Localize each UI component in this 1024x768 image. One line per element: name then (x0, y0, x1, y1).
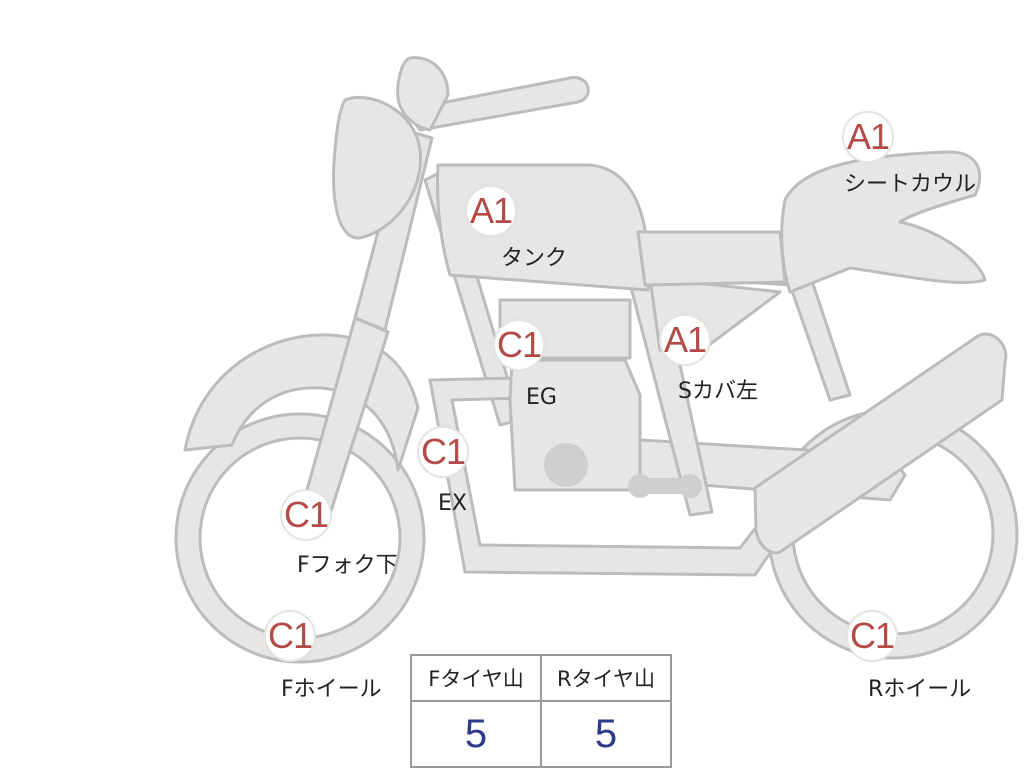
table-header-row: Fタイヤ山 Rタイヤ山 (410, 654, 672, 702)
rear-tread-header: Rタイヤ山 (540, 654, 672, 702)
seat-cowl-grade-badge: A1 (844, 113, 892, 161)
engine-grade-badge: C1 (495, 321, 543, 369)
front-wheel-label: Fホイール (281, 677, 382, 702)
rear-tread-value: 5 (540, 700, 672, 768)
front-wheel-grade-badge: C1 (266, 612, 314, 660)
tank-label: タンク (501, 246, 568, 271)
seat-cowl-shape (780, 150, 987, 294)
tire-tread-table: Fタイヤ山 Rタイヤ山 5 5 (410, 654, 672, 768)
tank-grade-badge: A1 (467, 187, 515, 235)
front-fork-grade-badge: C1 (282, 491, 330, 539)
rear-wheel-grade-badge: C1 (848, 612, 896, 660)
headlight-shape (332, 95, 423, 240)
exhaust-label: EX (438, 491, 467, 516)
seat-cowl-label: シートカウル (844, 172, 977, 197)
side-cover-grade-badge: A1 (661, 316, 709, 364)
seat-base-shape (636, 230, 787, 287)
side-cover-label: Sカバ左 (678, 379, 758, 404)
handlebar-shape (403, 76, 590, 132)
handle-grip-shape (396, 56, 450, 132)
front-tread-value: 5 (410, 700, 542, 768)
front-fork-label: Fフォク下 (297, 553, 398, 578)
exhaust-grade-badge: C1 (419, 428, 467, 476)
engine-label: EG (526, 385, 557, 410)
muffler-shape (753, 332, 1008, 555)
front-tread-header: Fタイヤ山 (410, 654, 542, 702)
rear-wheel-label: Rホイール (868, 677, 972, 702)
table-row: 5 5 (410, 700, 672, 768)
